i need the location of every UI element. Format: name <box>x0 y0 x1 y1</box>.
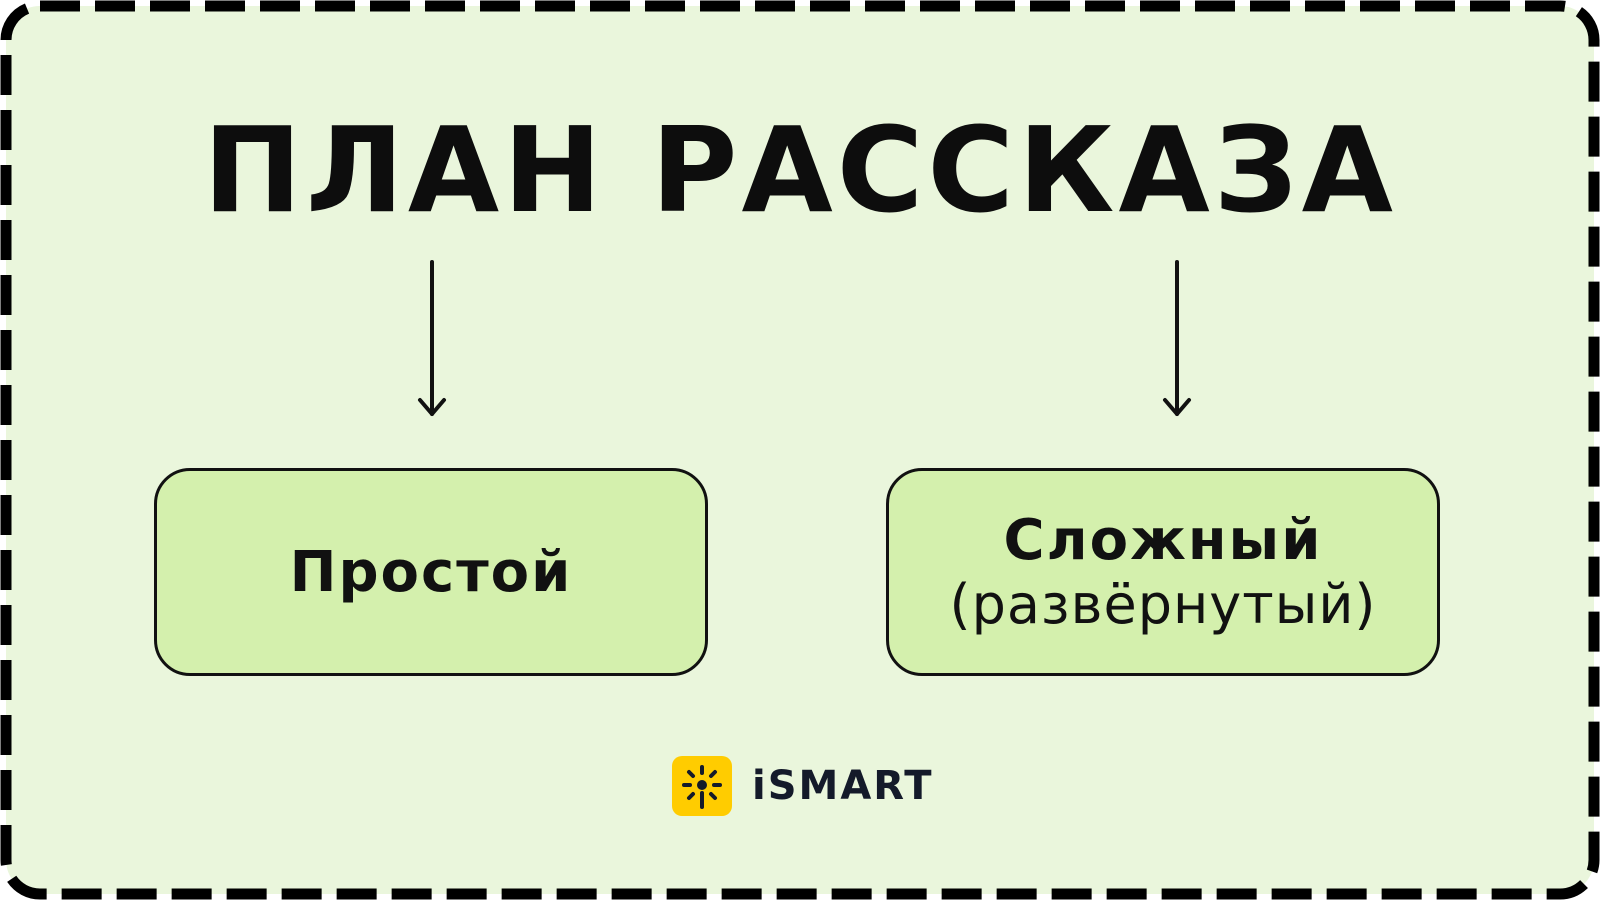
simple-plan-label: Простой <box>289 539 573 605</box>
logo-text: iSMART <box>752 763 934 809</box>
arrow-left <box>418 260 446 416</box>
simple-plan-box: Простой <box>154 468 708 676</box>
arrow-right <box>1163 260 1191 416</box>
page-title: ПЛАН РАССКАЗА <box>203 101 1397 239</box>
complex-plan-sublabel: (развёрнутый) <box>949 573 1377 636</box>
complex-plan-label: Сложный <box>1003 508 1323 573</box>
ismart-logo: iSMART <box>672 756 934 816</box>
sun-icon <box>672 756 732 816</box>
complex-plan-box: Сложный (развёрнутый) <box>886 468 1440 676</box>
